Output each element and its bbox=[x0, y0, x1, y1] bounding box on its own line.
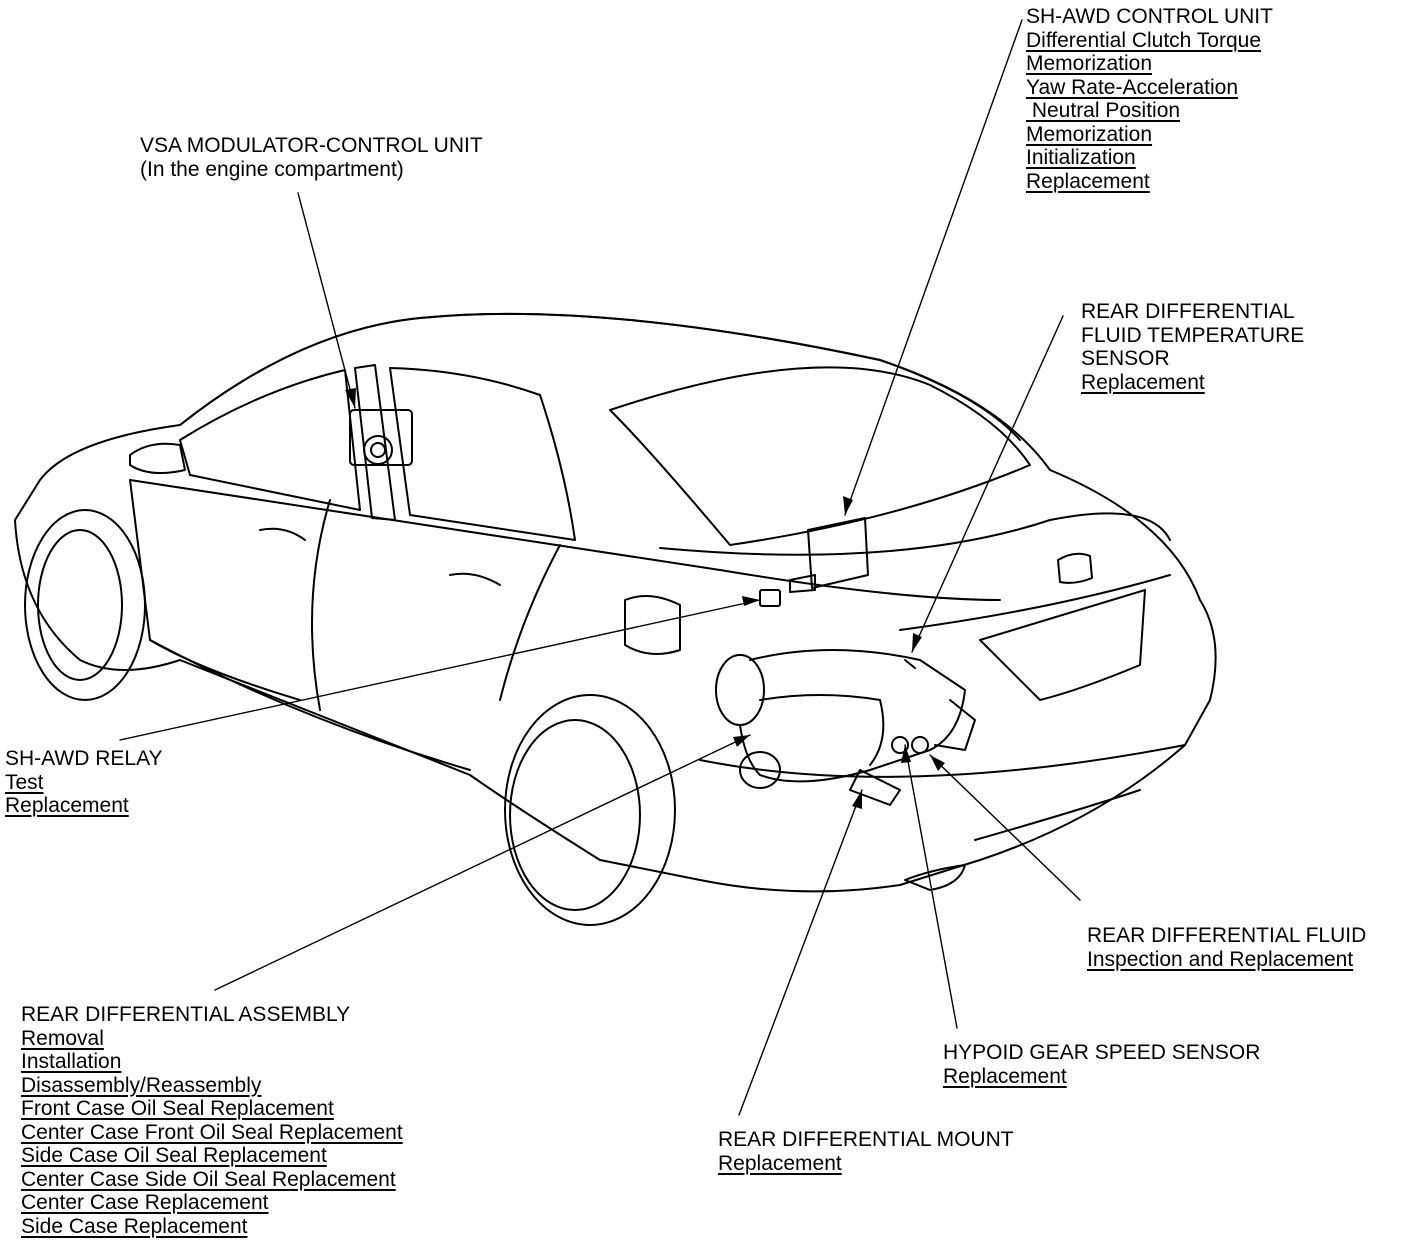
link-disassembly-reassembly[interactable]: Disassembly/Reassembly bbox=[21, 1073, 262, 1097]
link-side-case-replacement[interactable]: Side Case Replacement bbox=[21, 1214, 248, 1238]
rocker-line bbox=[149, 639, 471, 771]
vsa-location-note: (In the engine compartment) bbox=[140, 157, 404, 181]
leader-fluid bbox=[929, 754, 1081, 901]
arrowhead-hypoid bbox=[901, 745, 911, 763]
arrowhead-control-unit bbox=[843, 496, 853, 515]
leader-mount bbox=[738, 789, 863, 1116]
arrowhead-mount bbox=[852, 790, 862, 809]
car-outline bbox=[14, 312, 1217, 893]
trunk-badge bbox=[1057, 552, 1093, 584]
arrowhead-fluid-temp bbox=[912, 633, 922, 652]
link-removal[interactable]: Removal bbox=[21, 1026, 104, 1050]
side-mirror bbox=[129, 442, 186, 475]
trunk-edge bbox=[899, 574, 1171, 631]
leader-lines bbox=[119, 19, 1081, 1116]
door-line-rear bbox=[499, 544, 561, 701]
front-wheel bbox=[24, 509, 146, 701]
door-handle-rear bbox=[449, 572, 501, 586]
link-center-case-front-oil-seal[interactable]: Center Case Front Oil Seal Replacement bbox=[21, 1120, 403, 1144]
link-fluid-inspection[interactable]: Inspection and Replacement bbox=[1087, 947, 1354, 971]
shawd-control-unit bbox=[789, 517, 869, 593]
rear-diff-mount-callout: REAR DIFFERENTIAL MOUNT Replacement bbox=[718, 1128, 1014, 1175]
side-window-rear bbox=[389, 367, 576, 541]
link-yaw-rate-acceleration[interactable]: Yaw Rate-Acceleration bbox=[1026, 75, 1239, 99]
fluid-temp-sensor-callout: REAR DIFFERENTIAL FLUID TEMPERATURE SENS… bbox=[1081, 300, 1304, 394]
bumper-lower bbox=[974, 789, 1141, 841]
link-side-case-oil-seal[interactable]: Side Case Oil Seal Replacement bbox=[21, 1144, 327, 1167]
door-line-mid bbox=[311, 499, 331, 711]
fluid-temp-title-1: REAR DIFFERENTIAL bbox=[1081, 300, 1295, 323]
arrowhead-relay bbox=[742, 596, 760, 606]
link-fluid-temp-replacement[interactable]: Replacement bbox=[1081, 370, 1205, 394]
rear-differential bbox=[715, 649, 976, 806]
rear-diff-fluid-title: REAR DIFFERENTIAL FLUID bbox=[1087, 924, 1367, 947]
link-front-case-oil-seal[interactable]: Front Case Oil Seal Replacement bbox=[21, 1097, 334, 1120]
hypoid-sensor-title: HYPOID GEAR SPEED SENSOR bbox=[943, 1041, 1261, 1064]
bumper-top bbox=[699, 744, 1186, 778]
belt-line bbox=[129, 479, 1001, 601]
leader-control-unit bbox=[844, 19, 1023, 516]
vsa-title: VSA MODULATOR-CONTROL UNIT bbox=[140, 134, 483, 157]
shawd-control-unit-title: SH-AWD CONTROL UNIT bbox=[1026, 5, 1273, 28]
trunk-line bbox=[659, 512, 1171, 556]
roofline bbox=[179, 312, 1021, 441]
leader-hypoid bbox=[904, 744, 958, 1029]
arrowhead-fluid bbox=[930, 755, 945, 771]
rear-diff-assembly-title: REAR DIFFERENTIAL ASSEMBLY bbox=[21, 1003, 351, 1026]
car-body bbox=[14, 312, 1217, 893]
shawd-relay-callout: SH-AWD RELAY Test Replacement bbox=[5, 747, 163, 818]
arrowheads bbox=[345, 388, 945, 809]
rear-window bbox=[609, 366, 1031, 546]
link-relay-test[interactable]: Test bbox=[5, 770, 44, 794]
arrowhead-vsa bbox=[345, 388, 356, 408]
exhaust bbox=[904, 864, 966, 891]
link-initialization[interactable]: Initialization bbox=[1026, 146, 1136, 169]
rear-wheel bbox=[504, 694, 676, 926]
link-memorization-2[interactable]: Memorization bbox=[1026, 122, 1153, 146]
side-window-front bbox=[179, 369, 361, 511]
vsa-modulator-callout: VSA MODULATOR-CONTROL UNIT (In the engin… bbox=[140, 134, 483, 181]
license-recess bbox=[979, 589, 1146, 701]
shawd-relay-title: SH-AWD RELAY bbox=[5, 747, 163, 770]
arrowhead-assembly bbox=[733, 735, 750, 747]
leader-relay bbox=[119, 599, 761, 741]
link-center-case-side-oil-seal[interactable]: Center Case Side Oil Seal Replacement bbox=[21, 1167, 396, 1191]
shawd-control-unit-callout: SH-AWD CONTROL UNIT Differential Clutch … bbox=[1026, 5, 1273, 193]
hypoid-sensor-callout: HYPOID GEAR SPEED SENSOR Replacement bbox=[943, 1041, 1260, 1088]
leader-fluid-temp bbox=[911, 315, 1064, 653]
link-installation[interactable]: Installation bbox=[21, 1050, 122, 1073]
vsa-modulator-unit bbox=[349, 409, 413, 466]
shawd-relay bbox=[759, 589, 781, 607]
fluid-temp-title-2: FLUID TEMPERATURE bbox=[1081, 323, 1305, 347]
link-hypoid-replacement[interactable]: Replacement bbox=[943, 1064, 1067, 1088]
link-relay-replacement[interactable]: Replacement bbox=[5, 794, 129, 817]
leader-assembly bbox=[214, 734, 751, 991]
rear-diff-mount-title: REAR DIFFERENTIAL MOUNT bbox=[718, 1128, 1014, 1151]
door-handle-front bbox=[259, 527, 306, 541]
link-mount-replacement[interactable]: Replacement bbox=[718, 1151, 842, 1175]
fluid-temp-title-3: SENSOR bbox=[1081, 347, 1170, 370]
link-center-case-replacement[interactable]: Center Case Replacement bbox=[21, 1191, 269, 1214]
link-memorization-1[interactable]: Memorization bbox=[1026, 52, 1153, 75]
rear-diff-fluid-callout: REAR DIFFERENTIAL FLUID Inspection and R… bbox=[1087, 924, 1366, 971]
leader-vsa bbox=[297, 192, 356, 409]
fuel-door bbox=[624, 595, 681, 655]
link-differential-clutch-torque[interactable]: Differential Clutch Torque bbox=[1026, 28, 1262, 52]
link-control-unit-replacement[interactable]: Replacement bbox=[1026, 169, 1150, 193]
link-neutral-position[interactable]: Neutral Position bbox=[1026, 99, 1181, 122]
rear-diff-assembly-callout: REAR DIFFERENTIAL ASSEMBLY Removal Insta… bbox=[21, 1003, 403, 1238]
